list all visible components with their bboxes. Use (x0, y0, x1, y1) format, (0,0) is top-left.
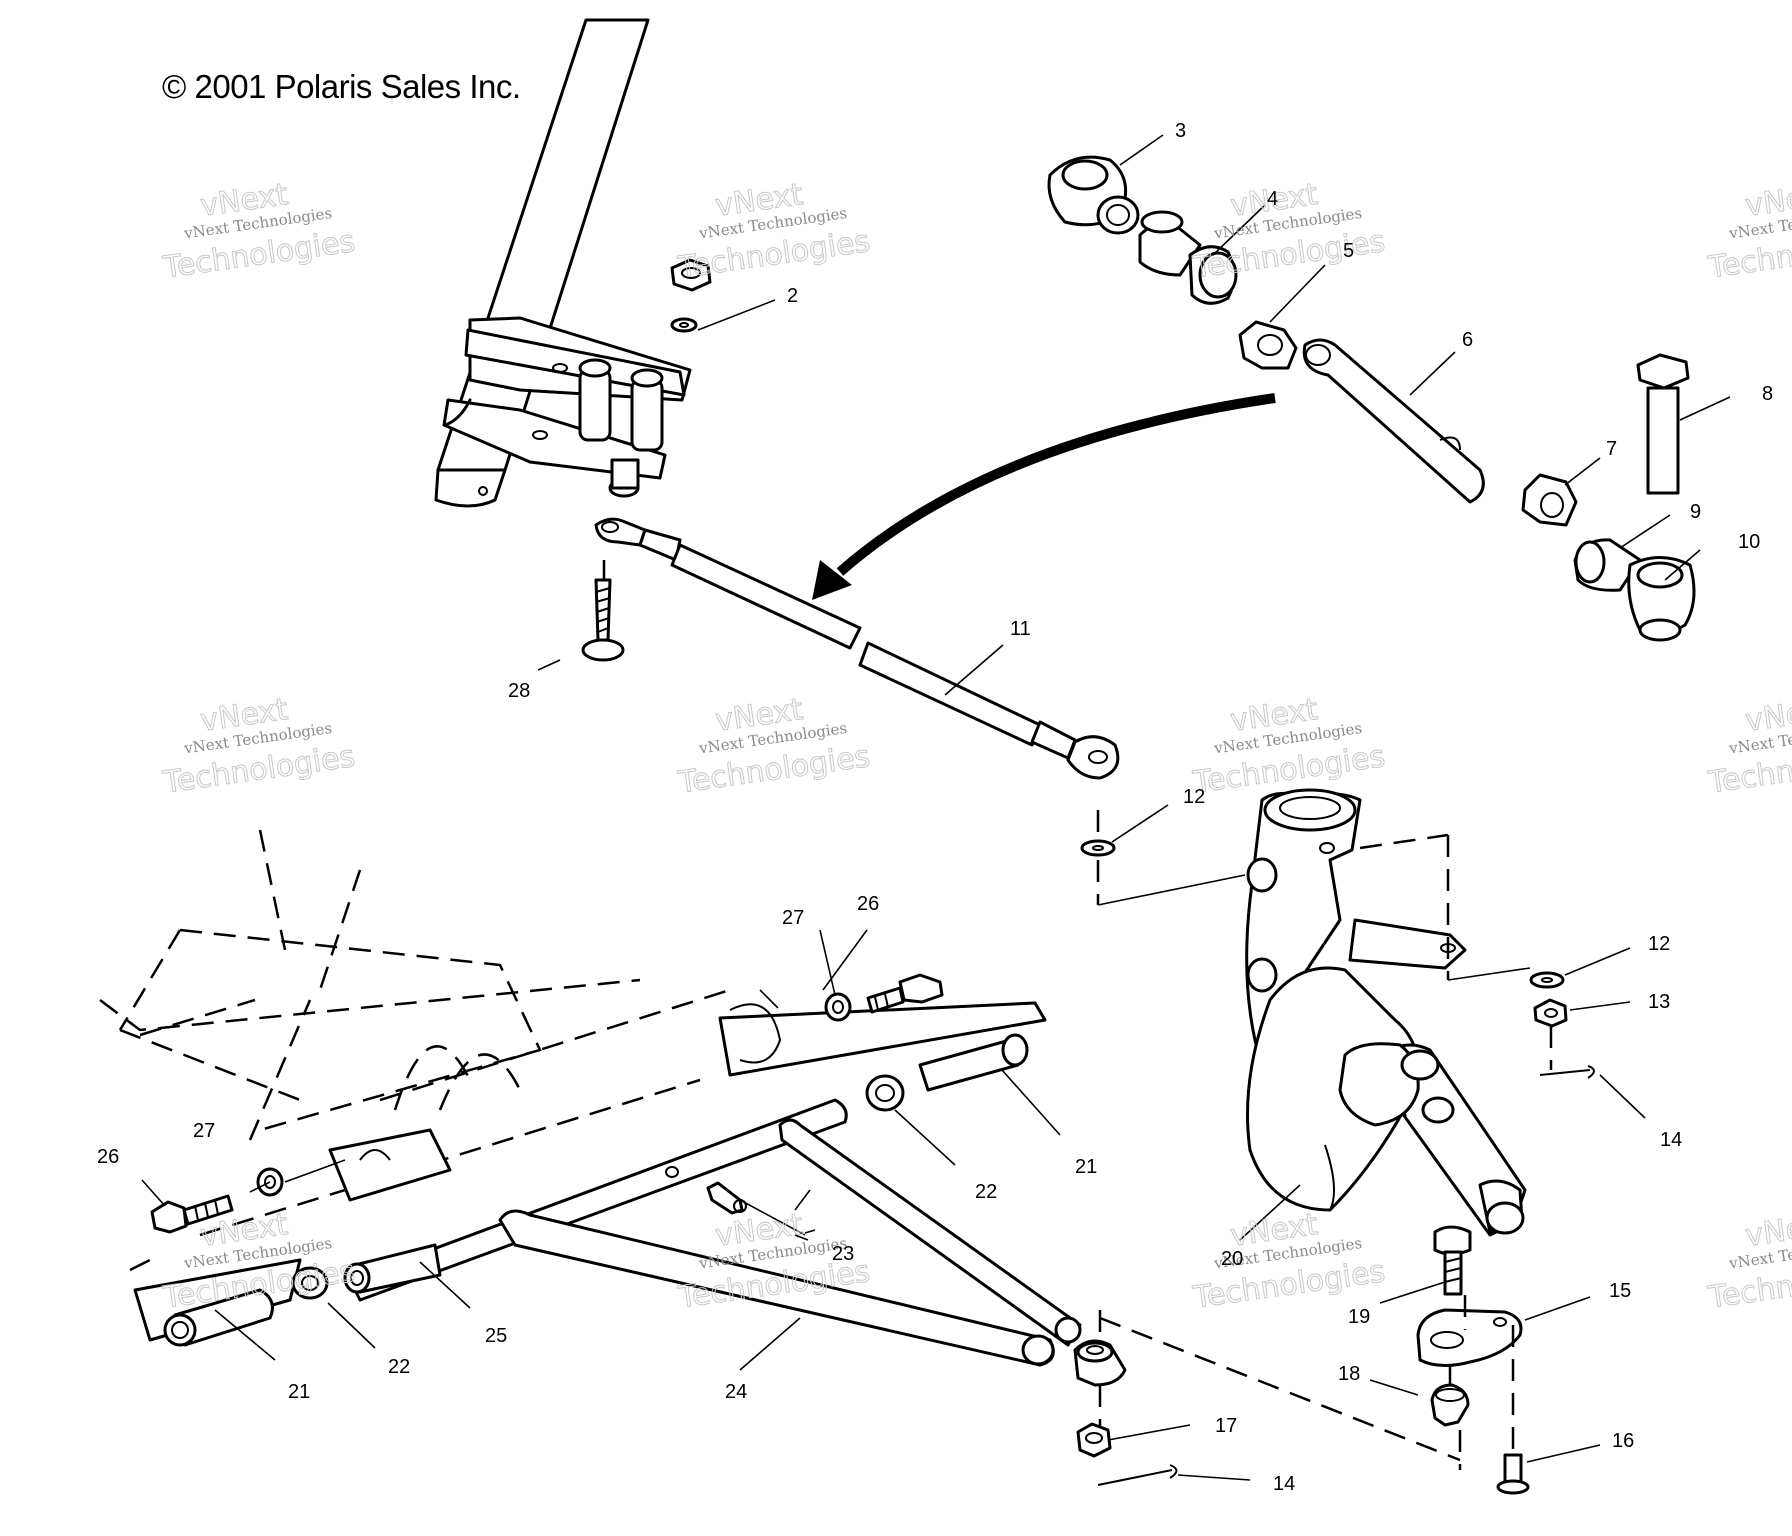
bolt-26b (866, 973, 944, 1014)
steering-column (434, 18, 692, 508)
grease-fitting-23 (706, 1181, 747, 1215)
watermark: vNext vNext Technologies Technologies (675, 691, 873, 801)
callout-16: 16 (1612, 1430, 1634, 1452)
rod-end-4 (1138, 210, 1238, 305)
callout-21a: 21 (288, 1381, 310, 1403)
callout-2: 2 (787, 285, 798, 307)
callout-19: 19 (1348, 1306, 1370, 1328)
tie-rod-11 (594, 517, 1120, 780)
callout-3: 3 (1175, 120, 1186, 142)
bushing-22a (291, 1266, 329, 1300)
callout-12b: 12 (1648, 933, 1670, 955)
callout-7: 7 (1606, 438, 1617, 460)
watermark: vNext vNext Technologies Technologies (1190, 1206, 1388, 1316)
bolt-26a (150, 1194, 234, 1234)
bolt-8 (1636, 353, 1690, 495)
callout-17: 17 (1215, 1415, 1237, 1437)
nut-1 (670, 258, 712, 292)
callout-23: 23 (832, 1243, 854, 1265)
callout-14a: 14 (1660, 1129, 1682, 1151)
callout-11: 11 (1010, 618, 1031, 640)
callout-22a: 22 (388, 1356, 410, 1378)
bushing-25 (343, 1243, 442, 1294)
callout-4: 4 (1267, 188, 1278, 210)
washer-27b (824, 992, 852, 1022)
watermark: vNext vNext Technologies Technologies (160, 691, 358, 801)
callout-27b: 27 (782, 907, 804, 929)
jam-nut-5 (1238, 320, 1298, 370)
callout-10: 10 (1738, 531, 1760, 553)
callout-26b: 26 (857, 893, 879, 915)
callout-21b: 21 (1075, 1156, 1097, 1178)
assembly-lines (1096, 810, 1553, 1470)
tube-6 (1302, 338, 1485, 504)
direction-arrow (812, 393, 1276, 600)
callout-26a: 26 (97, 1146, 119, 1168)
bushing-22b (865, 1074, 905, 1112)
callout-labels: 2 3 4 5 6 7 8 9 10 11 12 12 13 14 14 15 … (97, 120, 1773, 1495)
cotter-pin-14a (1539, 1065, 1595, 1079)
watermark: vNext vNext Technologies Technologies (1190, 691, 1388, 801)
callout-20: 20 (1221, 1248, 1243, 1270)
leader-lines (141, 134, 1731, 1481)
ball-joint-18 (1430, 1383, 1470, 1427)
washer-12a (1080, 839, 1116, 857)
jam-nut-7 (1521, 473, 1578, 527)
callout-12a: 12 (1183, 786, 1205, 808)
screw-16 (1496, 1453, 1530, 1495)
callout-25: 25 (485, 1325, 507, 1347)
watermark: vNext vNext Technologies Technologies (1705, 691, 1792, 801)
watermark: vNext vNext Technologies Technologies (675, 176, 873, 286)
callout-6: 6 (1462, 329, 1473, 351)
callout-13: 13 (1648, 991, 1670, 1013)
bolt-19 (1433, 1225, 1472, 1296)
callout-22b: 22 (975, 1181, 997, 1203)
callout-5: 5 (1343, 240, 1354, 262)
spindle-20 (1245, 788, 1527, 1237)
callout-27a: 27 (193, 1120, 215, 1142)
callout-15: 15 (1609, 1280, 1631, 1302)
watermark: vNext vNext Technologies Technologies (1705, 176, 1792, 286)
watermark: vNext vNext Technologies Technologies (160, 176, 358, 286)
callout-9: 9 (1690, 501, 1701, 523)
watermark: vNext vNext Technologies Technologies (1705, 1206, 1792, 1316)
plate-15 (1416, 1308, 1523, 1367)
cotter-pin-14b (1097, 1464, 1178, 1486)
callout-14b: 14 (1273, 1473, 1295, 1495)
pivot-pin-21b (918, 1033, 1029, 1092)
callout-24: 24 (725, 1381, 747, 1403)
callout-8: 8 (1762, 383, 1773, 405)
copyright-notice: © 2001 Polaris Sales Inc. (162, 68, 521, 105)
bolt-28 (581, 560, 625, 662)
callout-28: 28 (508, 680, 530, 702)
nut-13 (1533, 998, 1568, 1028)
washer-12b (1529, 971, 1565, 989)
watermark: vNext vNext Technologies Technologies (1190, 176, 1388, 286)
callout-18: 18 (1338, 1363, 1360, 1385)
rod-end-3 (1047, 155, 1140, 235)
washer-2 (670, 317, 698, 333)
a-arm-24 (348, 1098, 1127, 1387)
rod-end-9-10 (1573, 538, 1696, 642)
castle-nut-17 (1076, 1422, 1112, 1458)
